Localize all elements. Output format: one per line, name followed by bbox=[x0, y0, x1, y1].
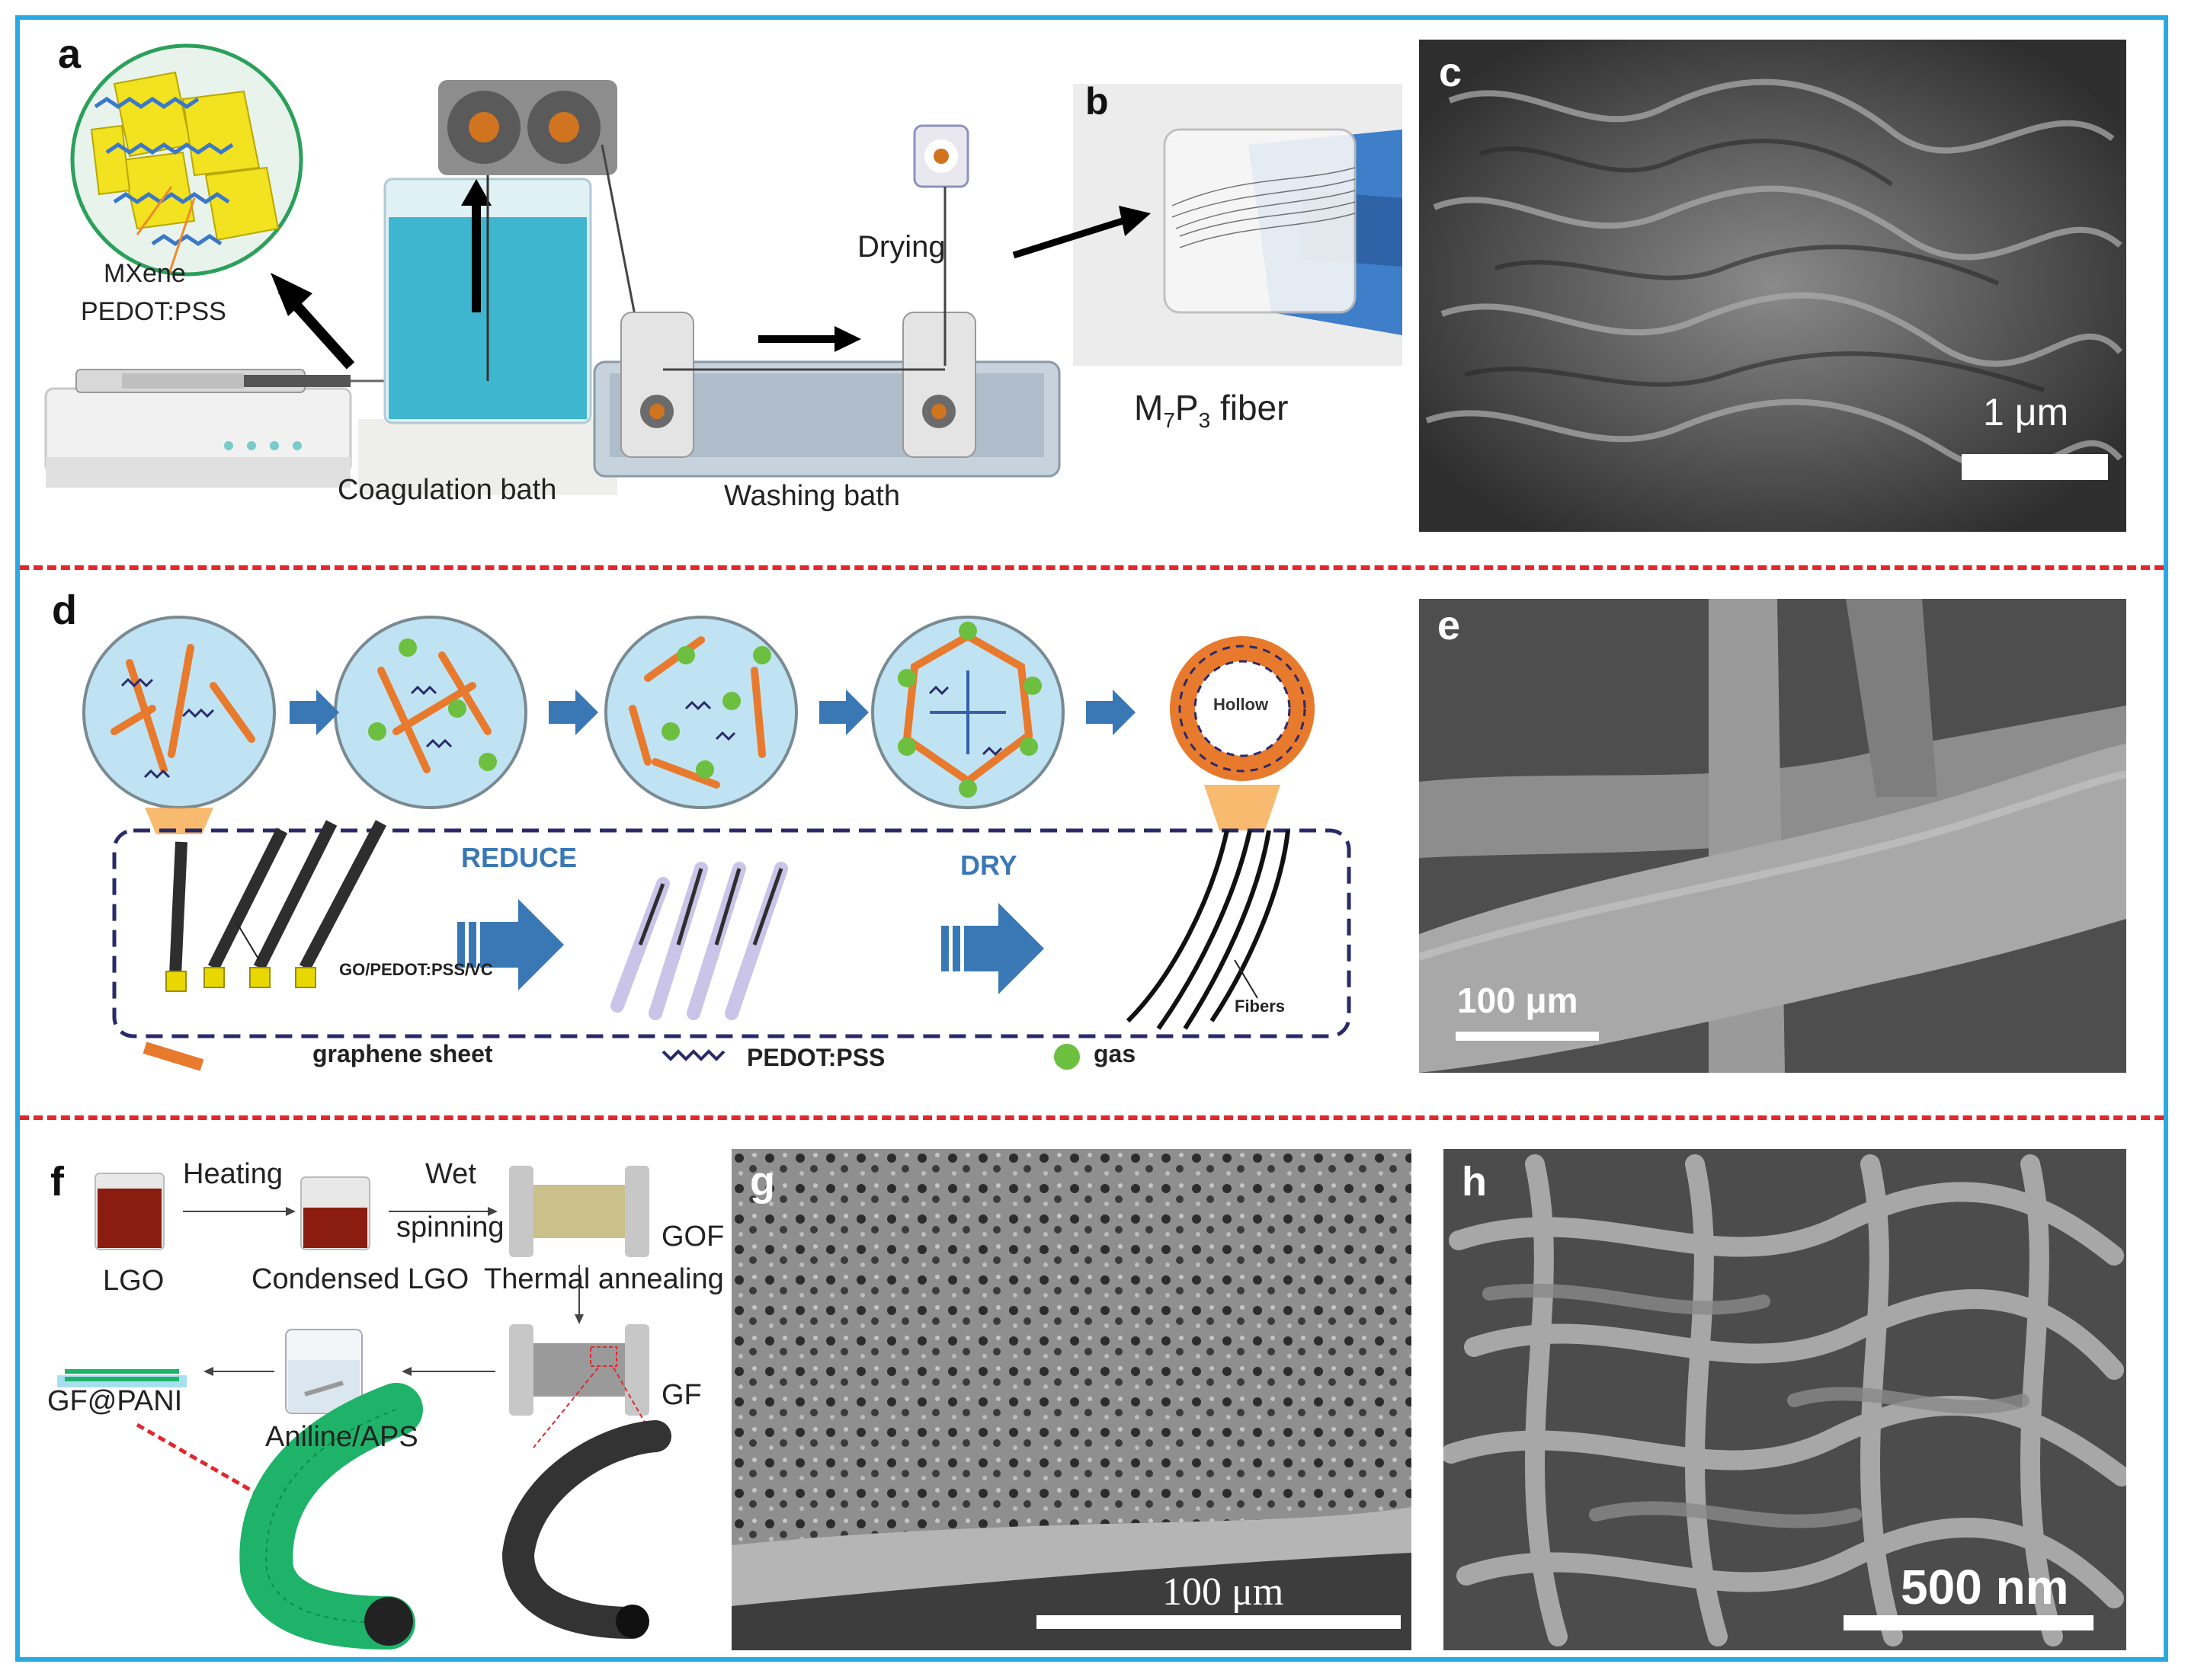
panel-c-sem-image: c 1 μm bbox=[1419, 40, 2126, 532]
dry-label: DRY bbox=[960, 850, 1017, 881]
gf-pani-label: GF@PANI bbox=[47, 1385, 183, 1417]
washing-bath-label: Washing bath bbox=[724, 480, 900, 512]
sem-texture-c bbox=[1419, 40, 2126, 532]
panel-g-sem-image: g 100 μm bbox=[732, 1149, 1411, 1650]
panel-g-scale-text: 100 μm bbox=[1162, 1570, 1284, 1614]
gf-label: GF bbox=[662, 1379, 702, 1411]
dry-arrow bbox=[941, 903, 1044, 994]
panel-e-sem-image: e 100 μm bbox=[1419, 599, 2126, 1073]
section-divider-1 bbox=[20, 565, 2164, 570]
panel-d-label: d bbox=[52, 587, 77, 633]
panel-g-scale-bar bbox=[1036, 1615, 1401, 1629]
legend-pedot-label: PEDOT:PSS bbox=[747, 1044, 886, 1071]
panel-g-label: g bbox=[750, 1159, 775, 1205]
reduce-label: REDUCE bbox=[461, 842, 578, 873]
panel-d: d bbox=[30, 579, 1402, 1105]
coagulation-bath-label: Coagulation bath bbox=[338, 474, 557, 506]
fibers-label: Fibers bbox=[1235, 997, 1286, 1016]
lgo-label: LGO bbox=[103, 1265, 165, 1297]
gf-pani-process-illustration bbox=[57, 1166, 671, 1650]
heating-label: Heating bbox=[183, 1158, 283, 1190]
figure-frame bbox=[15, 15, 2168, 1662]
sem-texture-g bbox=[732, 1149, 1411, 1650]
panel-a-label: a bbox=[58, 31, 82, 77]
panel-f: f bbox=[30, 1143, 732, 1661]
sem-texture-e bbox=[1419, 599, 2126, 1073]
gof-label: GOF bbox=[662, 1221, 725, 1253]
thermal-annealing-label: Thermal annealing bbox=[484, 1263, 724, 1295]
fiber-caption: M7P3 fiber bbox=[1134, 388, 1289, 433]
mxene-flakes bbox=[90, 71, 280, 242]
drying-to-photo-arrow bbox=[1012, 206, 1151, 259]
pedot-label: PEDOT:PSS bbox=[81, 297, 226, 326]
gf-fiber bbox=[501, 1420, 671, 1639]
condensed-lgo-label: Condensed LGO bbox=[251, 1263, 469, 1295]
hollow-label: Hollow bbox=[1213, 695, 1269, 714]
washing-bath bbox=[593, 312, 1061, 478]
syringe-pump bbox=[44, 369, 352, 488]
hollow-fiber-process-illustration bbox=[82, 616, 1351, 1071]
panel-e-scale-text: 100 μm bbox=[1457, 981, 1578, 1020]
panel-h-scale-bar bbox=[1844, 1615, 2093, 1630]
section-divider-2 bbox=[20, 1115, 2164, 1120]
panel-c-scale-bar bbox=[1962, 454, 2108, 480]
panel-h-label: h bbox=[1462, 1159, 1487, 1205]
condensed-lgo-beaker bbox=[300, 1176, 370, 1250]
mxene-label: MXene bbox=[104, 259, 186, 288]
panel-h-sem-image: h 500 nm bbox=[1443, 1149, 2126, 1650]
gf-spool bbox=[509, 1324, 649, 1416]
panel-f-label: f bbox=[50, 1159, 64, 1205]
panel-c-label: c bbox=[1439, 50, 1462, 95]
drying-spool bbox=[913, 124, 969, 366]
spinning-label: spinning bbox=[396, 1211, 505, 1243]
top-rollers bbox=[438, 80, 642, 344]
panel-b: b M7P3 fiber bbox=[1012, 84, 1402, 438]
gof-spool bbox=[509, 1166, 649, 1257]
panel-e-scale-bar bbox=[1456, 1032, 1599, 1041]
panel-e-label: e bbox=[1437, 603, 1461, 648]
reduce-arrow bbox=[457, 899, 564, 990]
panel-c-scale-text: 1 μm bbox=[1983, 391, 2069, 434]
lgo-beaker bbox=[95, 1173, 165, 1250]
coagulation-bath bbox=[358, 145, 617, 495]
legend-gas-label: gas bbox=[1094, 1040, 1136, 1067]
pedot-chains bbox=[94, 96, 234, 247]
panel-h-scale-text: 500 nm bbox=[1901, 1560, 2069, 1614]
panel-a: a bbox=[30, 30, 1082, 556]
gf-pani-substrate bbox=[57, 1369, 187, 1387]
aniline-aps-label: Aniline/APS bbox=[265, 1421, 418, 1453]
legend-graphene-label: graphene sheet bbox=[312, 1040, 493, 1067]
panel-b-label: b bbox=[1085, 84, 1109, 123]
wet-label: Wet bbox=[425, 1158, 476, 1190]
go-pedot-vc-label: GO/PEDOT:PSS/VC bbox=[339, 960, 493, 979]
drying-label: Drying bbox=[857, 230, 946, 264]
sem-texture-h bbox=[1443, 1149, 2126, 1650]
wet-spinning-setup-illustration bbox=[44, 43, 1061, 495]
